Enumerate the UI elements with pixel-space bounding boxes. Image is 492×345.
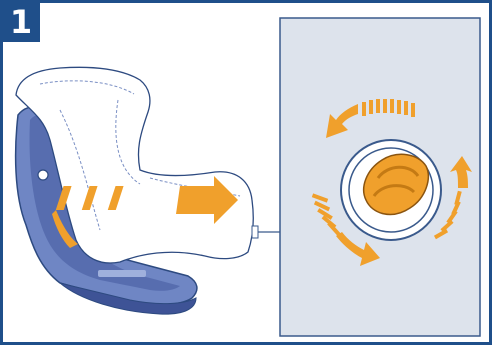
motion-arrow-icon [55, 176, 238, 224]
rotate-up-arrow-icon [433, 156, 472, 240]
seat-stitch-2 [59, 109, 101, 231]
seat-orange-detail [52, 210, 78, 248]
seat-stitch-4 [115, 99, 141, 185]
adjustment-knob-icon [362, 153, 430, 216]
seat-body [15, 66, 254, 264]
detail-inset [279, 17, 481, 337]
step-number-badge: 1 [2, 2, 40, 42]
seat-base [59, 282, 197, 315]
car-seat-illustration [14, 66, 282, 315]
rotate-down-arrow-icon [311, 193, 380, 266]
callout-tab [251, 225, 259, 239]
seat-stitch-1 [39, 80, 135, 95]
shell-knob [37, 169, 49, 181]
seat-base-slot [98, 270, 146, 277]
rotate-left-arrow-icon [326, 99, 415, 138]
seat-shell-inner [29, 114, 180, 291]
